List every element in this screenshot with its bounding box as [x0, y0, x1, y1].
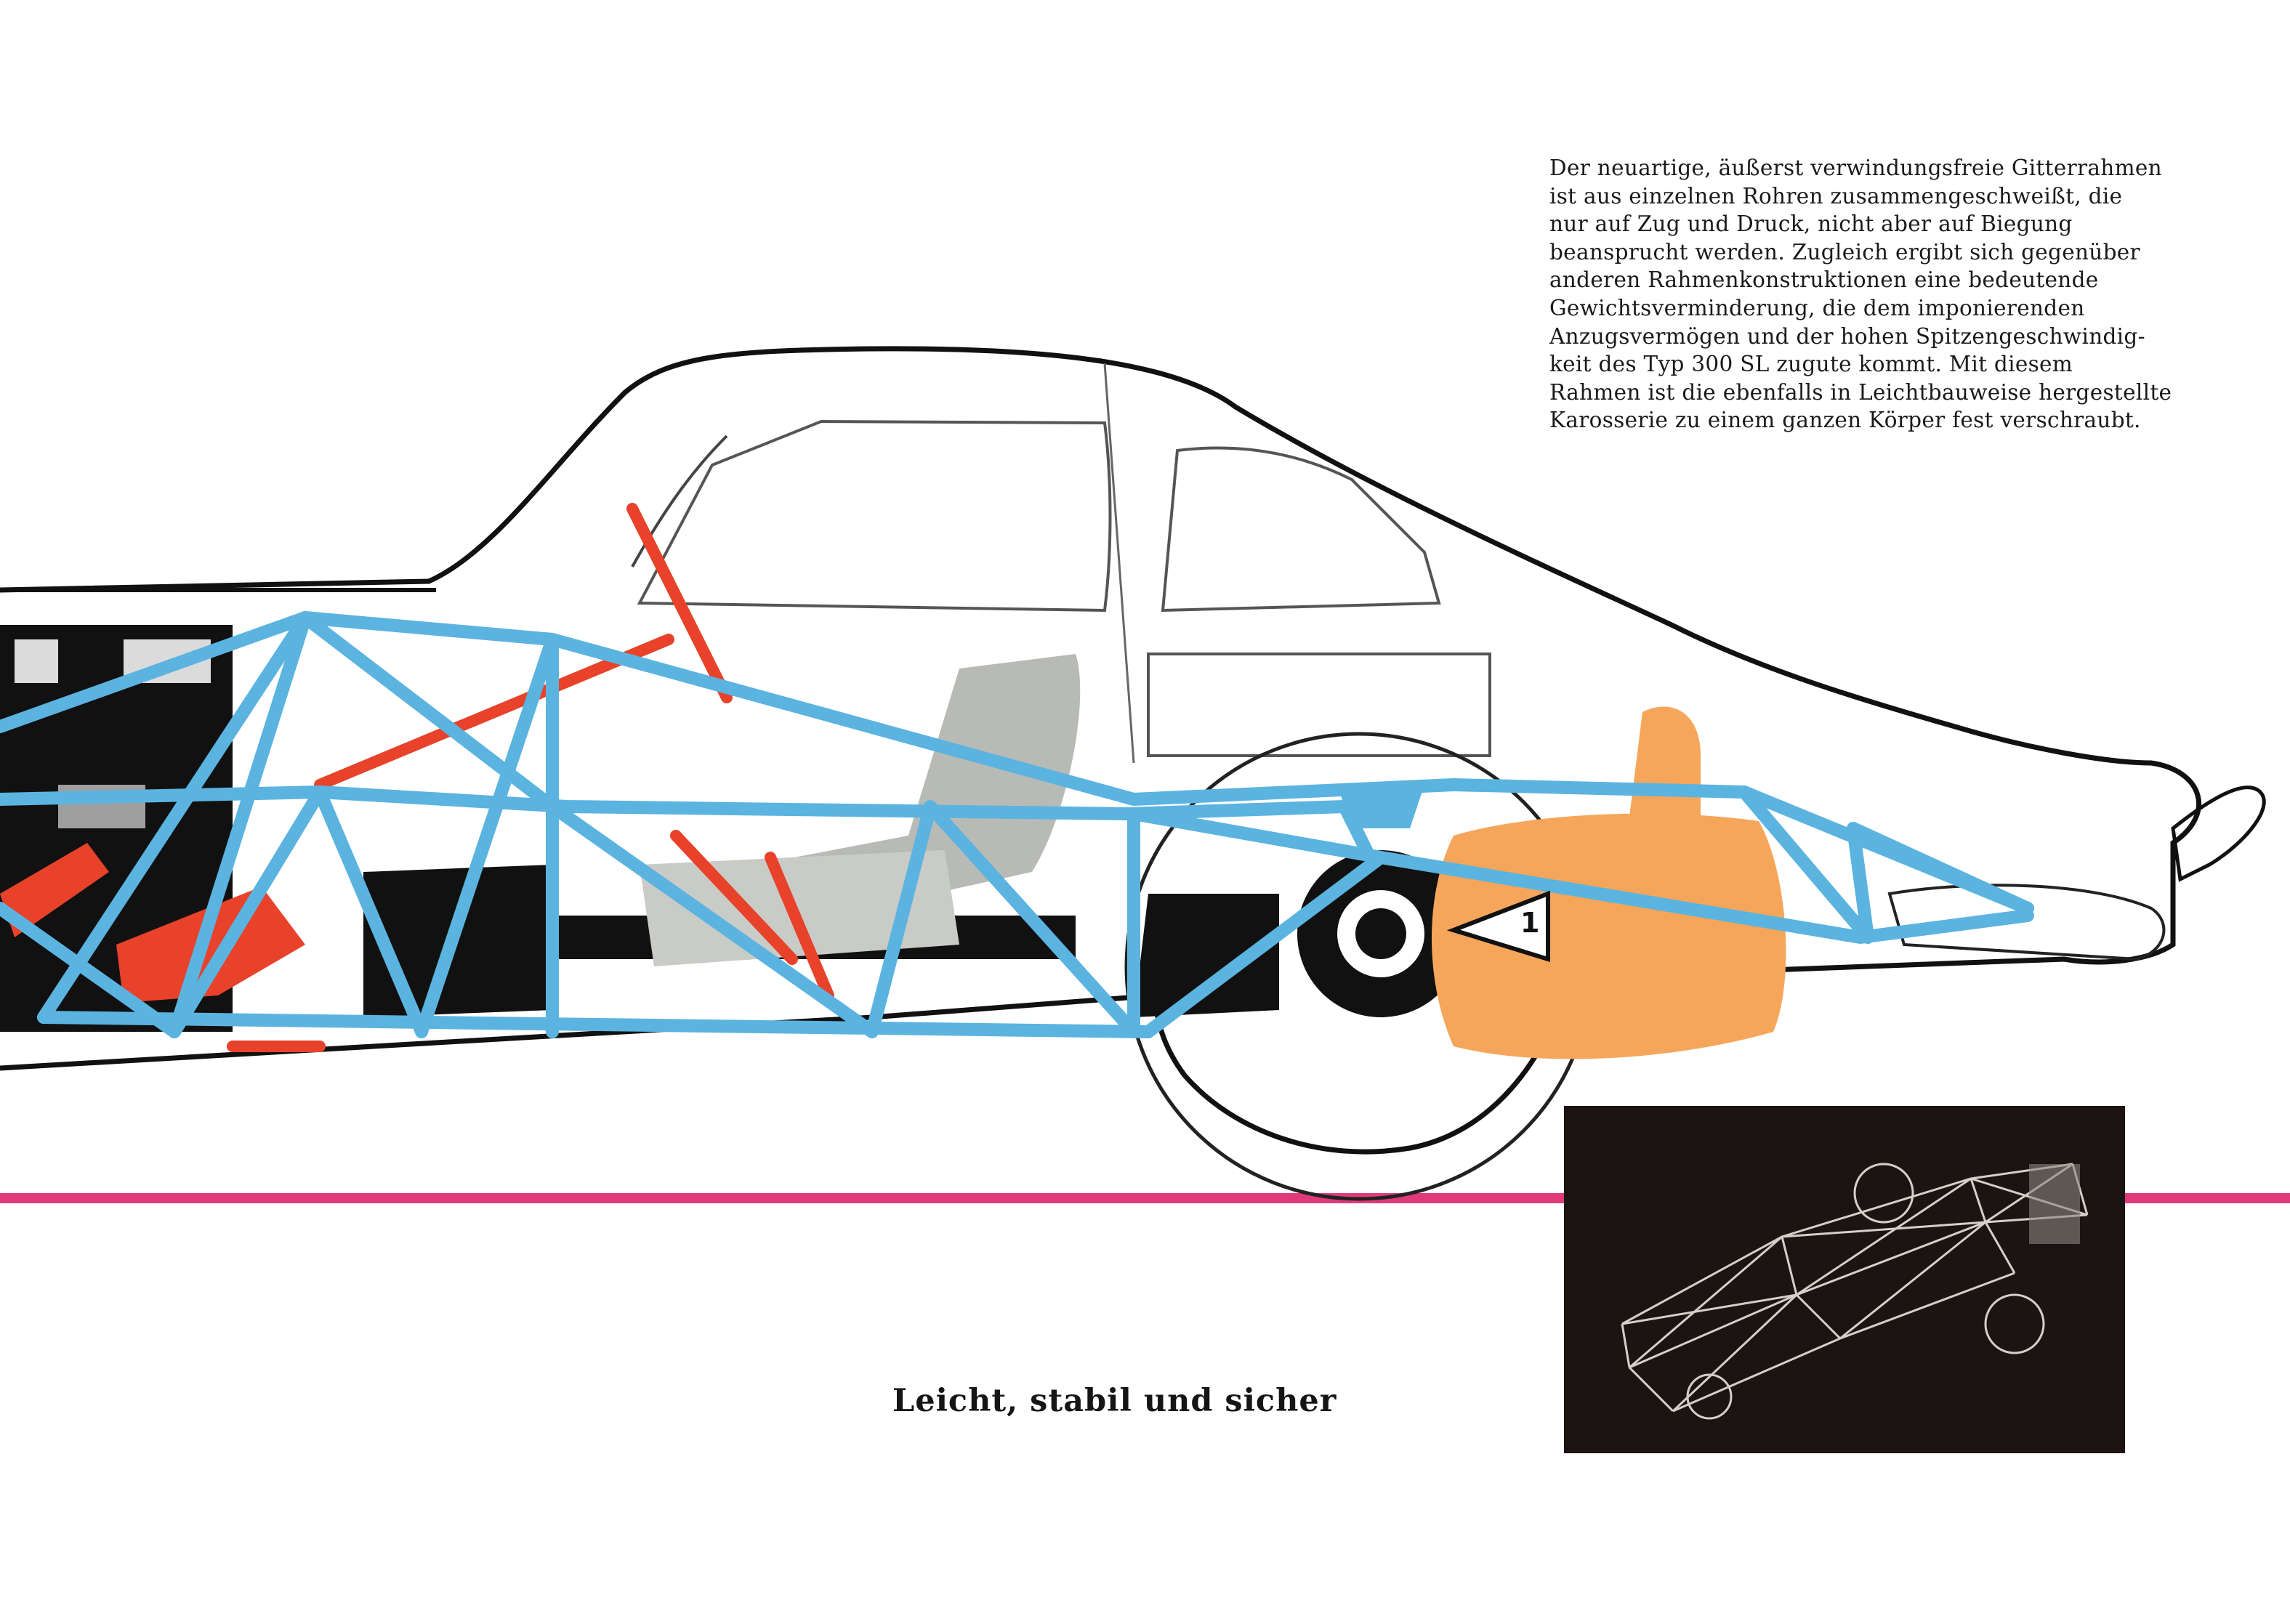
callout-label: 1 — [1520, 907, 1540, 939]
paragraph-line: anderen Rahmenkonstruktionen eine bedeut… — [1549, 267, 2099, 293]
callout-triangle — [1446, 890, 1550, 963]
paragraph-line: Anzugsvermögen und der hohen Spitzengesc… — [1549, 323, 2145, 349]
paragraph-line: Karosserie zu einem ganzen Körper fest v… — [1549, 408, 2141, 433]
rear-window — [1161, 446, 1441, 613]
paragraph-line: Rahmen ist die ebenfalls in Leichtbauwei… — [1549, 379, 2172, 405]
red-parts — [227, 503, 834, 1052]
headline: Leicht, stabil und sicher — [892, 1383, 1337, 1419]
paragraph-line: Der neuartige, äußerst verwindungsfreie … — [1549, 155, 2162, 180]
car-body-outline — [0, 346, 2202, 1155]
paragraph-line: nur auf Zug und Druck, nicht aber auf Bi… — [1549, 211, 2073, 237]
paragraph-line: Gewichtsverminderung, die dem imponieren… — [1549, 295, 2085, 320]
description-paragraph: Der neuartige, äußerst verwindungsfreie … — [1549, 154, 2204, 435]
paragraph-line: ist aus einzelnen Rohren zusammengeschwe… — [1549, 183, 2123, 209]
paragraph-line: beansprucht werden. Zugleich ergibt sich… — [1549, 239, 2140, 264]
paragraph-line: keit des Typ 300 SL zugute kommt. Mit di… — [1549, 352, 2073, 377]
frame-mount — [1337, 785, 1424, 828]
side-window — [637, 419, 1112, 613]
blue-space-frame — [0, 611, 2034, 1038]
rear-bumper — [2171, 785, 2266, 882]
space-frame-photo — [1564, 1106, 2125, 1453]
